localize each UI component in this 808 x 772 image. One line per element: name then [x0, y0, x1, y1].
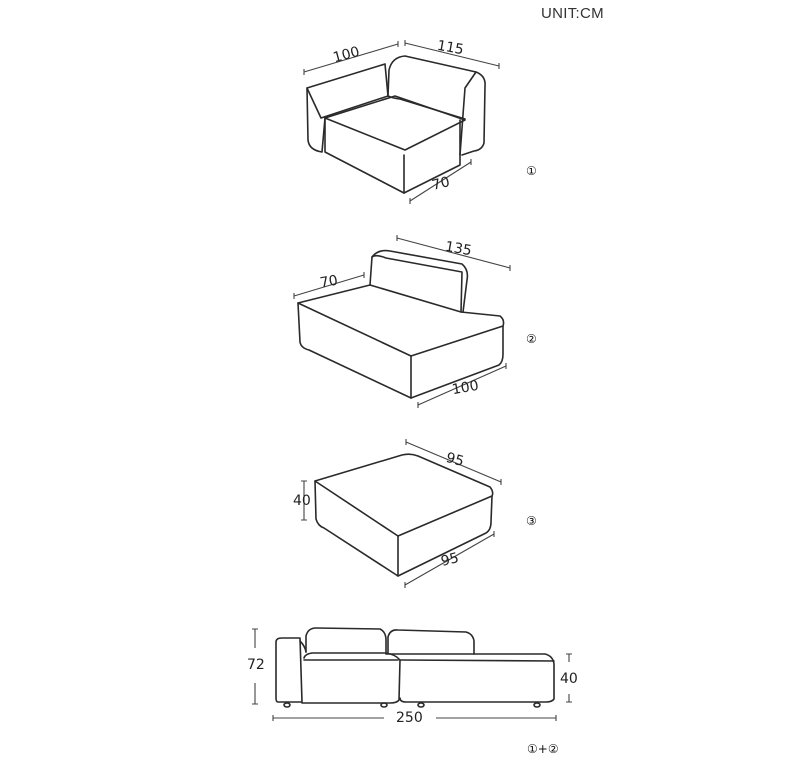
module-3-drawing — [301, 439, 502, 588]
module-1-drawing — [303, 40, 500, 204]
combination-back-height-label: 72 — [247, 657, 265, 673]
unit-label: UNIT:CM — [541, 5, 604, 22]
combination-seat-height-label: 40 — [560, 671, 578, 687]
module-3-height-label: 40 — [293, 493, 311, 509]
module-2-backrest-label: 70 — [318, 272, 340, 292]
combination-marker: ①+② — [527, 742, 559, 756]
module-2-drawing — [293, 235, 511, 408]
module-1-marker: ① — [526, 164, 537, 178]
module-2-marker: ② — [526, 332, 537, 346]
combination-drawing — [252, 627, 572, 721]
module-3-marker: ③ — [526, 514, 537, 528]
combination-total-length-label: 250 — [396, 710, 423, 726]
